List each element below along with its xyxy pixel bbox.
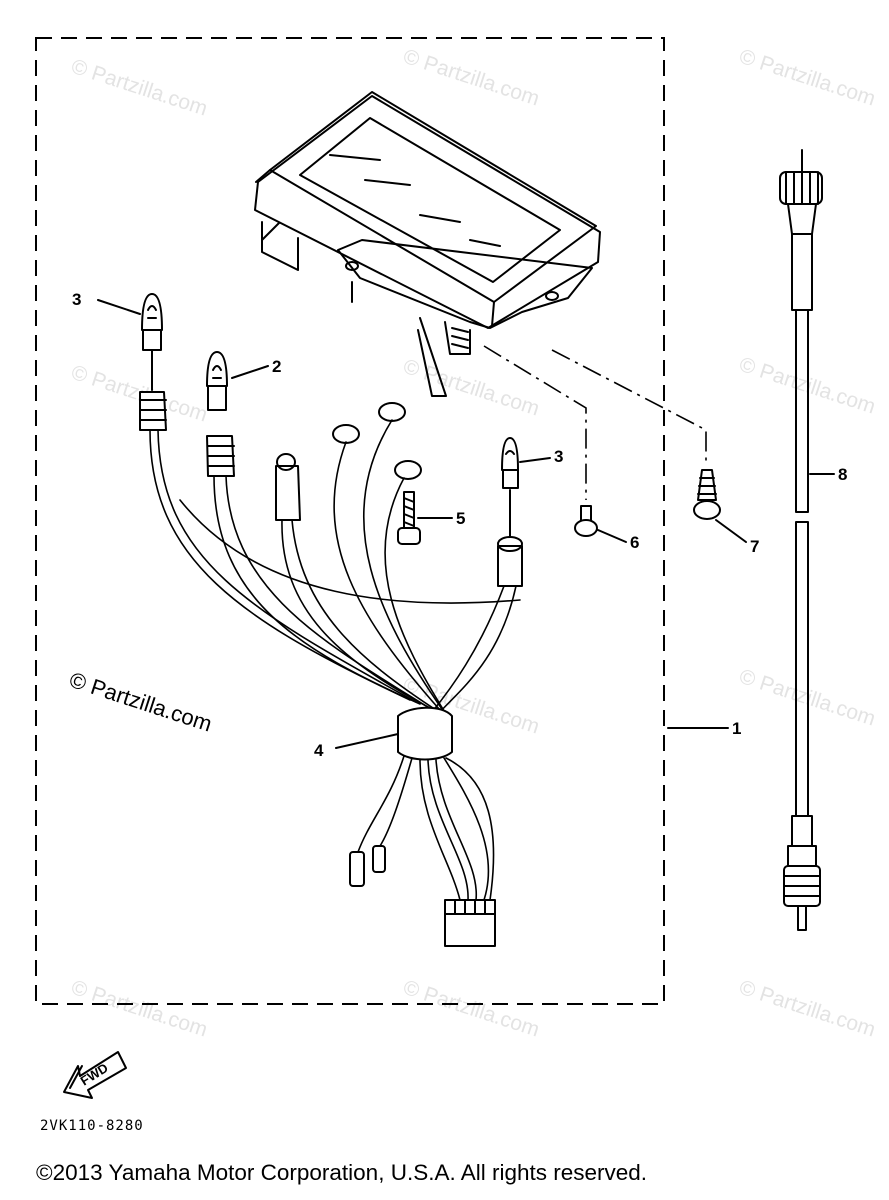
callout-1: 1 xyxy=(732,719,741,738)
diagram-code: 2VK110-8280 xyxy=(40,1118,144,1134)
callout-8: 8 xyxy=(838,465,847,484)
watermark: © Partzilla.com xyxy=(400,355,542,421)
watermark: © Partzilla.com xyxy=(736,976,878,1042)
callout-3-lower: 3 xyxy=(554,447,563,466)
fwd-arrow-icon: FWD xyxy=(63,1051,127,1099)
bulb-3-upper xyxy=(141,293,163,351)
screw-5 xyxy=(397,491,421,545)
assembly-boundary xyxy=(35,37,665,1005)
meter-housing xyxy=(254,91,601,397)
speedometer-cable xyxy=(779,149,823,931)
watermark: © Partzilla.com xyxy=(736,45,878,111)
callout-5: 5 xyxy=(456,509,465,528)
watermark-dark: © Partzilla.com xyxy=(66,667,215,737)
copyright-text: ©2013 Yamaha Motor Corporation, U.S.A. A… xyxy=(36,1160,648,1185)
fastener-7 xyxy=(693,469,721,520)
callout-leaders xyxy=(97,299,835,749)
callout-6: 6 xyxy=(630,533,639,552)
watermark: © Partzilla.com xyxy=(400,45,542,111)
leader-7 xyxy=(551,349,707,466)
watermark: © Partzilla.com xyxy=(68,55,210,121)
watermark: © Partzilla.com xyxy=(68,976,210,1042)
bulb-2 xyxy=(206,351,228,411)
leader-6 xyxy=(483,345,587,500)
wire-harness xyxy=(139,349,523,947)
callout-7: 7 xyxy=(750,537,759,556)
bulb-3-lower xyxy=(501,437,519,489)
screw-6 xyxy=(574,505,598,537)
callout-labels: 1 2 3 3 4 5 6 7 8 xyxy=(72,290,847,760)
callout-2: 2 xyxy=(272,357,281,376)
callout-3-upper: 3 xyxy=(72,290,81,309)
callout-4: 4 xyxy=(314,741,324,760)
watermark: © Partzilla.com xyxy=(400,976,542,1042)
